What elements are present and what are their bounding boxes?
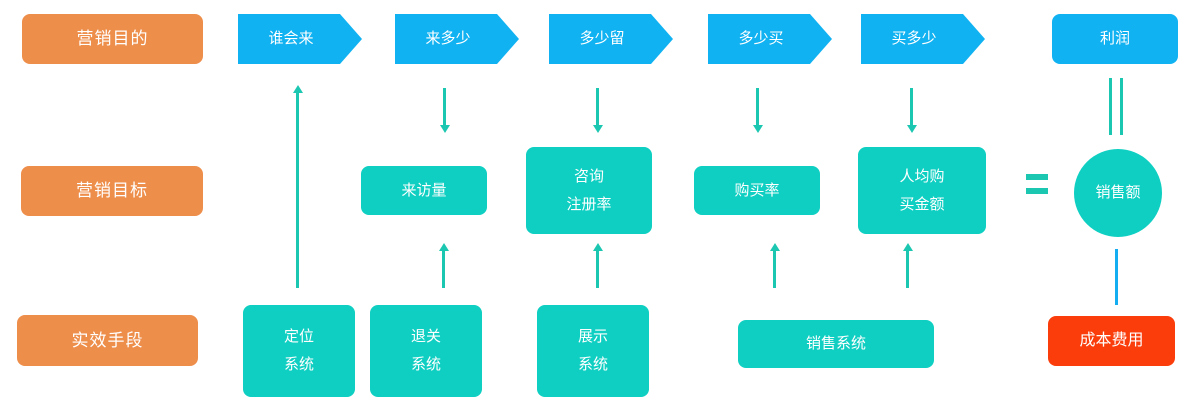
arrow-how-many-come-down: [439, 88, 450, 133]
positioning-system-node[interactable]: 定位 系统: [243, 305, 355, 397]
sales-amount-circle-node[interactable]: 销售额: [1074, 149, 1162, 237]
cost-expense-node[interactable]: 成本费用: [1048, 316, 1175, 366]
arrow-how-many-stay-down: [592, 88, 603, 133]
profit-node[interactable]: 利润: [1052, 14, 1178, 64]
inquiry-registration-rate-node[interactable]: 咨询 注册率: [526, 147, 652, 234]
row-label-marketing-goal[interactable]: 营销目标: [21, 166, 203, 216]
row-label-effective-means[interactable]: 实效手段: [17, 315, 198, 366]
equals-sign: [1026, 174, 1048, 194]
arrow-positioning-to-who-comes: [292, 85, 303, 288]
sales-system-node[interactable]: 销售系统: [738, 320, 934, 368]
display-system-node[interactable]: 展示 系统: [537, 305, 649, 397]
funnel-step-how-many-come[interactable]: 来多少: [395, 14, 519, 64]
row-label-marketing-purpose[interactable]: 营销目的: [22, 14, 203, 64]
arrow-buy-how-much-down: [906, 88, 917, 133]
funnel-step-how-many-buy[interactable]: 多少买: [708, 14, 832, 64]
arrow-how-many-buy-down: [752, 88, 763, 133]
visits-volume-node[interactable]: 来访量: [361, 166, 487, 215]
withdrawal-system-node[interactable]: 退关 系统: [370, 305, 482, 397]
line-sales-to-cost: [1115, 249, 1118, 305]
double-line-connector-left: [1109, 78, 1112, 135]
funnel-step-buy-how-much[interactable]: 买多少: [861, 14, 985, 64]
double-line-connector-right: [1120, 78, 1123, 135]
arrow-sales-system-up-left: [769, 243, 780, 288]
arrow-display-system-up: [592, 243, 603, 288]
funnel-step-how-many-stay[interactable]: 多少留: [549, 14, 673, 64]
arrow-sales-system-up-right: [902, 243, 913, 288]
per-capita-purchase-amount-node[interactable]: 人均购 买金额: [858, 147, 986, 234]
funnel-step-who-comes[interactable]: 谁会来: [238, 14, 362, 64]
purchase-rate-node[interactable]: 购买率: [694, 166, 820, 215]
arrow-withdrawal-system-up: [438, 243, 449, 288]
